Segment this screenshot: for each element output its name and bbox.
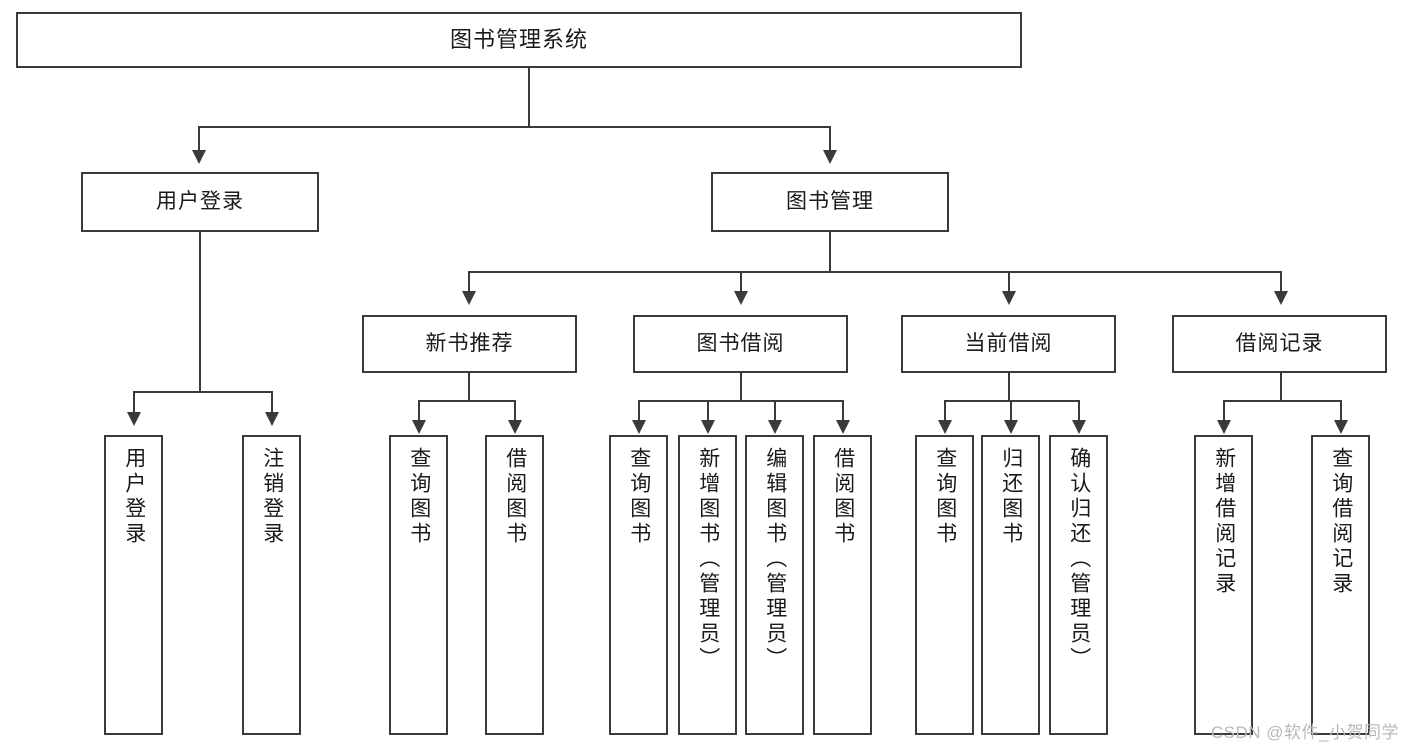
arrowhead-leaf-logout [265,412,279,426]
connector-user-login-bus [133,391,271,393]
leaf-bb-edit-book-admin[interactable]: 编辑图书（管理员） [745,435,804,735]
connector-nbr-bus [418,400,516,402]
connector-root-bus [198,126,831,128]
leaf-cb-return-book[interactable]: 归还图书 [981,435,1040,735]
connector-bm-to-current-borrow [1008,271,1010,293]
connector-user-login-stem [199,232,201,392]
node-label: 图书管理 [786,189,874,213]
node-label: 新书推荐 [425,331,514,355]
connector-bb-to-leaf-3 [774,400,776,422]
arrowhead-br-leaf-2 [1334,420,1348,434]
connector-br-bus [1223,400,1341,402]
node-root-book-management-system[interactable]: 图书管理系统 [16,12,1022,68]
arrowhead-user-login [192,150,206,164]
leaf-label: 新增借阅记录 [1212,447,1236,597]
arrowhead-br-leaf-1 [1217,420,1231,434]
arrowhead-nbr-leaf-1 [412,420,426,434]
arrowhead-bb-leaf-4 [836,420,850,434]
connector-cb-stem [1008,373,1010,401]
leaf-nbr-borrow-book[interactable]: 借阅图书 [485,435,544,735]
arrowhead-bb-leaf-2 [701,420,715,434]
connector-root-stem [528,68,530,127]
connector-user-login-to-leaf-2 [271,391,273,414]
connector-bb-bus [638,400,843,402]
leaf-label: 查询借阅记录 [1329,447,1353,597]
leaf-label: 编辑图书（管理员） [763,447,787,672]
connector-br-to-leaf-2 [1340,400,1342,422]
node-new-book-recommend[interactable]: 新书推荐 [362,315,577,373]
leaf-cb-query-book[interactable]: 查询图书 [915,435,974,735]
arrowhead-book-borrow [734,291,748,305]
arrowhead-cb-leaf-2 [1004,420,1018,434]
connector-bb-to-leaf-4 [842,400,844,422]
leaf-label: 查询图书 [407,447,431,547]
arrowhead-cb-leaf-1 [938,420,952,434]
leaf-nbr-query-book[interactable]: 查询图书 [389,435,448,735]
connector-bb-to-leaf-1 [638,400,640,422]
arrowhead-current-borrow [1002,291,1016,305]
arrowhead-book-management [823,150,837,164]
leaf-bb-borrow-book[interactable]: 借阅图书 [813,435,872,735]
connector-bm-to-borrow-record [1280,271,1282,293]
arrowhead-new-book-recommend [462,291,476,305]
connector-nbr-to-leaf-1 [418,400,420,422]
connector-bm-to-new-book [468,271,470,293]
connector-cb-to-leaf-3 [1078,400,1080,422]
leaf-label: 借阅图书 [503,447,527,547]
leaf-label: 查询图书 [627,447,651,547]
node-label: 当前借阅 [964,331,1053,355]
watermark-text: CSDN @软件_小贺同学 [1210,723,1399,742]
leaf-label: 借阅图书 [831,447,855,547]
node-book-borrow[interactable]: 图书借阅 [633,315,848,373]
arrowhead-bb-leaf-1 [632,420,646,434]
arrowhead-borrow-record [1274,291,1288,305]
connector-cb-to-leaf-2 [1010,400,1012,422]
connector-bb-to-leaf-2 [707,400,709,422]
leaf-label: 用户登录 [122,447,146,547]
connector-book-management-bus [468,271,1280,273]
leaf-label: 查询图书 [933,447,957,547]
node-user-login[interactable]: 用户登录 [81,172,319,232]
node-current-borrow[interactable]: 当前借阅 [901,315,1116,373]
node-book-management[interactable]: 图书管理 [711,172,949,232]
leaf-label: 归还图书 [999,447,1023,547]
leaf-label: 新增图书（管理员） [696,447,720,672]
arrowhead-leaf-user-login [127,412,141,426]
arrowhead-nbr-leaf-2 [508,420,522,434]
connector-cb-to-leaf-1 [944,400,946,422]
node-label: 用户登录 [156,189,244,213]
leaf-bb-add-book-admin[interactable]: 新增图书（管理员） [678,435,737,735]
connector-nbr-stem [468,373,470,401]
leaf-user-login[interactable]: 用户登录 [104,435,163,735]
connector-root-to-book-management [829,126,831,152]
connector-book-management-stem [829,232,831,272]
leaf-br-query-record[interactable]: 查询借阅记录 [1311,435,1370,735]
leaf-label: 注销登录 [260,447,284,547]
leaf-br-add-record[interactable]: 新增借阅记录 [1194,435,1253,735]
leaf-label: 确认归还（管理员） [1067,447,1091,672]
leaf-cb-confirm-return-admin[interactable]: 确认归还（管理员） [1049,435,1108,735]
node-label: 借阅记录 [1235,331,1324,355]
connector-br-stem [1280,373,1282,401]
connector-bb-stem [740,373,742,401]
leaf-bb-query-book[interactable]: 查询图书 [609,435,668,735]
node-borrow-record[interactable]: 借阅记录 [1172,315,1387,373]
connector-user-login-to-leaf-1 [133,391,135,414]
connector-br-to-leaf-1 [1223,400,1225,422]
leaf-logout[interactable]: 注销登录 [242,435,301,735]
connector-root-to-user-login [198,126,200,152]
connector-bm-to-book-borrow [740,271,742,293]
connector-nbr-to-leaf-2 [514,400,516,422]
arrowhead-cb-leaf-3 [1072,420,1086,434]
node-label: 图书管理系统 [449,27,588,53]
node-label: 图书借阅 [696,331,785,355]
arrowhead-bb-leaf-3 [768,420,782,434]
